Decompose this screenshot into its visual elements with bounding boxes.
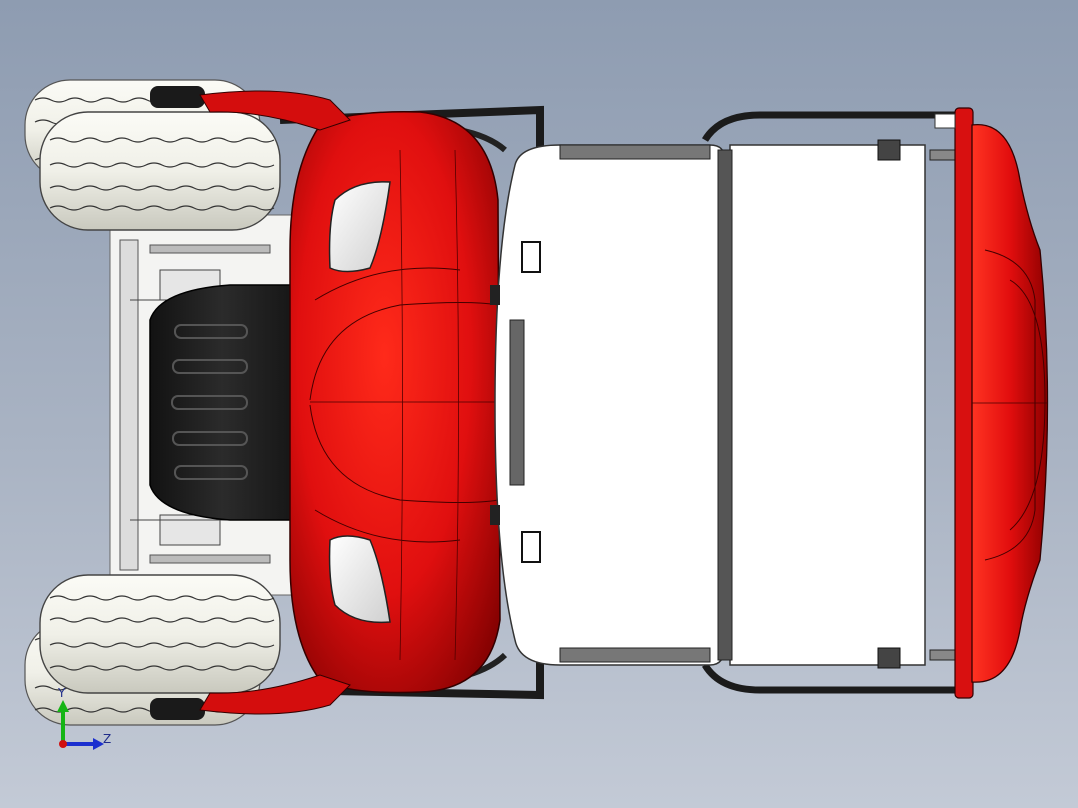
headlight-top (328, 181, 391, 273)
axis-label-z: Z (103, 732, 112, 746)
headlight-bottom (328, 535, 391, 624)
coordinate-triad (57, 700, 104, 750)
black-cowl (149, 284, 296, 521)
tire-bottom-front (39, 574, 281, 694)
rear-body-red (934, 107, 1049, 699)
tire-top-front (39, 86, 281, 231)
roof-canopy (490, 139, 959, 669)
axis-label-y: Y (58, 686, 66, 700)
